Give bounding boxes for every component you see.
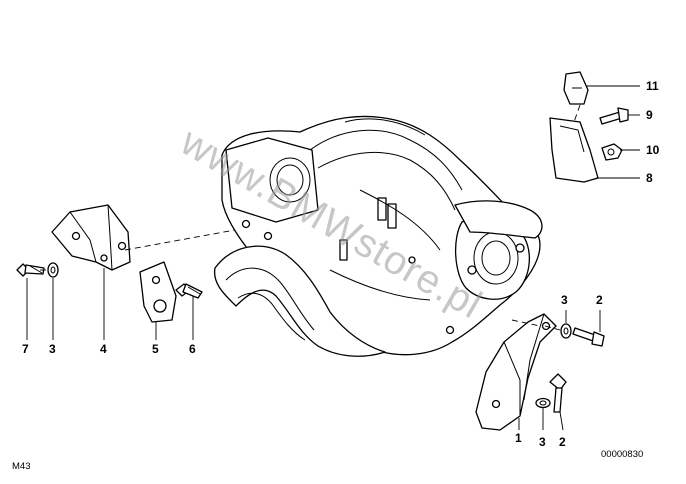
- assembly-line: [124, 229, 236, 251]
- clip-part-11: [563, 71, 589, 105]
- callout-1: 1: [515, 431, 522, 445]
- bolt-part-2-right-bottom: [549, 373, 567, 413]
- callout-3-left: 3: [49, 342, 56, 356]
- callout-6: 6: [189, 342, 196, 356]
- callout-3-right-bottom: 3: [539, 435, 546, 449]
- assembly-line: [544, 325, 561, 331]
- bracket-part-4: [51, 204, 131, 271]
- callout-8: 8: [646, 171, 653, 185]
- callout-9: 9: [646, 108, 653, 122]
- washer-part-3-right-bottom: [535, 397, 551, 409]
- callout-5: 5: [152, 342, 159, 356]
- bolt-part-2-right-top: [572, 327, 605, 347]
- callout-7: 7: [22, 342, 29, 356]
- nut-part-10: [601, 143, 623, 161]
- bolt-part-7: [16, 263, 45, 277]
- washer-part-3-left: [47, 262, 59, 278]
- intake-manifold: [213, 115, 543, 357]
- assembly-line: [511, 319, 541, 327]
- callout-2-right-bottom: 2: [559, 435, 566, 449]
- leader-line: [559, 411, 564, 431]
- bolt-part-9: [599, 107, 629, 125]
- washer-part-3-right-top: [560, 323, 572, 339]
- callout-10: 10: [646, 143, 660, 157]
- callout-11: 11: [646, 79, 659, 93]
- callout-4: 4: [100, 342, 107, 356]
- callout-3-right-top: 3: [561, 293, 568, 307]
- assembly-line: [573, 104, 581, 123]
- callout-2-right-top: 2: [596, 293, 603, 307]
- diagram-id: M43: [12, 461, 30, 472]
- bolt-part-6: [175, 283, 203, 299]
- support-bracket-part-1: [475, 313, 557, 431]
- drawing-number: 00000830: [601, 449, 643, 460]
- plate-part-5: [139, 261, 177, 323]
- cover-part-8: [549, 117, 599, 183]
